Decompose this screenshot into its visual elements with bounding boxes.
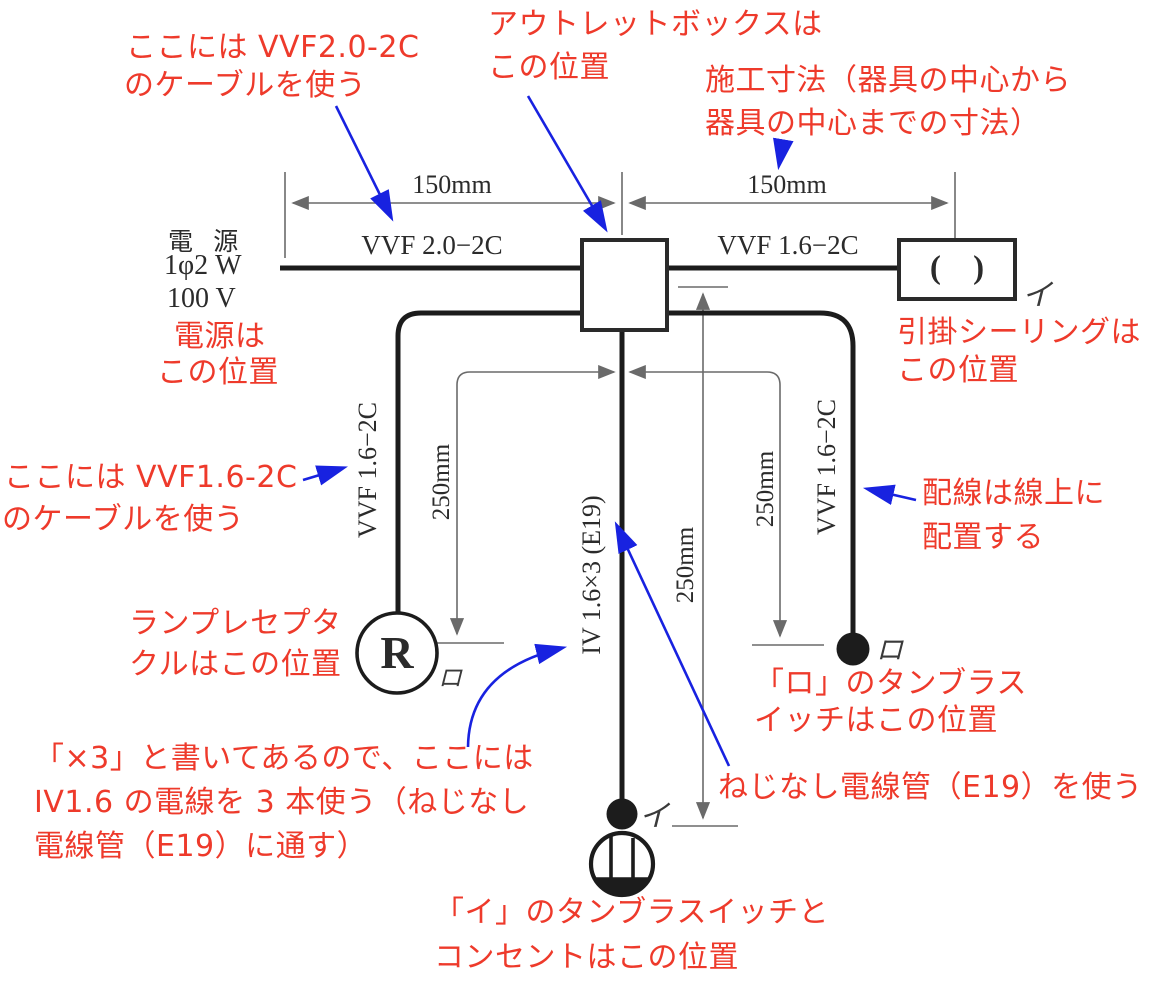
power-source-phase: 1φ2 W [164, 250, 242, 281]
note-power-line2: この位置 [157, 355, 279, 390]
note-vvf20-line1: ここには VVF2.0-2C [126, 30, 420, 65]
note-install-dims-line2: 器具の中心までの寸法） [705, 106, 1041, 141]
switch-i-tag: イ [639, 800, 669, 833]
note-outlet-box-line2: この位置 [488, 50, 610, 85]
note-receptacle-line1: ランプレセプタ [129, 606, 342, 641]
dim-line-250-left [449, 364, 616, 636]
switch-ro-tag: ロ [876, 635, 903, 665]
annotation-arrows [302, 95, 917, 767]
cable-label-iv-conduit: IV 1.6×3 (E19) [577, 495, 606, 655]
cable-label-vvf16-right: VVF 1.6−2C [812, 398, 841, 536]
dim-label-250-right: 250mm [752, 450, 779, 528]
dim-line-250-right [628, 364, 788, 638]
switch-ro-symbol [836, 632, 870, 666]
note-iv-wires-line1: 「×3」と書いてあるので、ここには [34, 741, 534, 776]
note-iv-wires-line2: IV1.6 の電線を 3 本使う（ねじなし [34, 785, 530, 820]
lamp-receptacle-symbol [355, 611, 439, 695]
arrow-conduit-note [614, 521, 731, 767]
dim-label-150-right: 150mm [747, 170, 827, 199]
cable-right-branch-vvf16 [667, 310, 856, 633]
ceiling-fixture-box [897, 238, 1017, 301]
arrow-vvf16-note [302, 465, 348, 486]
outlet-box-symbol [580, 238, 669, 332]
arrow-iv-wires-note [466, 643, 568, 748]
note-vvf16-line2: のケーブルを使う [2, 502, 245, 537]
receptacle-tag-ro: ロ [438, 666, 462, 692]
cable-label-vvf16-top: VVF 1.6−2C [717, 230, 859, 260]
note-switch-ro-line2: イッチはこの位置 [754, 703, 998, 738]
cables [280, 265, 899, 800]
switch-i-symbol [606, 798, 638, 830]
power-source-voltage: 100 V [167, 283, 236, 314]
power-source-title: 電 源 [168, 229, 246, 256]
note-switch-i-line1: 「イ」のタンブラスイッチと [434, 895, 829, 930]
note-vvf20-line2: のケーブルを使う [124, 68, 367, 103]
note-switch-i-line2: コンセントはこの位置 [434, 940, 739, 975]
note-outlet-box-line1: アウトレットボックスは [488, 7, 823, 42]
note-power-line1: 電源は [174, 319, 266, 354]
note-iv-wires-line3: 電線管（E19）に通す） [34, 829, 368, 864]
arrow-install-dims-note [773, 137, 794, 171]
dim-label-150-left: 150mm [412, 170, 492, 199]
note-ceiling-line2: この位置 [897, 353, 1019, 388]
arrow-vvf20-note [334, 105, 394, 222]
note-ceiling-line1: 引掛シーリングは [897, 315, 1141, 350]
receptacle-letter: R [380, 627, 414, 678]
note-install-dims-line1: 施工寸法（器具の中心から [705, 63, 1071, 98]
note-wiring-line1: 配線は線上に [922, 476, 1105, 511]
arrow-outlet-box-note [526, 95, 608, 233]
cable-label-vvf20: VVF 2.0−2C [361, 230, 503, 260]
note-conduit: ねじなし電線管（E19）を使う [718, 770, 1143, 805]
ceiling-tag-i: イ [1022, 279, 1052, 312]
note-switch-ro-line1: 「ロ」のタンブラス [754, 666, 1027, 701]
note-vvf16-line1: ここには VVF1.6-2C [4, 460, 298, 495]
outlet-konsento-symbol [588, 830, 656, 898]
arrow-wiring-on-line-note [862, 484, 917, 505]
outlet-filled-segment [594, 879, 650, 895]
dim-label-250-center: 250mm [672, 526, 699, 604]
dimension-lines [284, 172, 956, 827]
dim-label-250-left: 250mm [428, 443, 455, 521]
cable-label-vvf16-left: VVF 1.6−2C [353, 401, 382, 539]
ceiling-paren-symbol: ( ) [929, 250, 997, 286]
note-wiring-line2: 配置する [922, 520, 1044, 555]
cable-left-branch-vvf16 [395, 310, 582, 614]
note-receptacle-line2: クルはこの位置 [129, 647, 342, 682]
